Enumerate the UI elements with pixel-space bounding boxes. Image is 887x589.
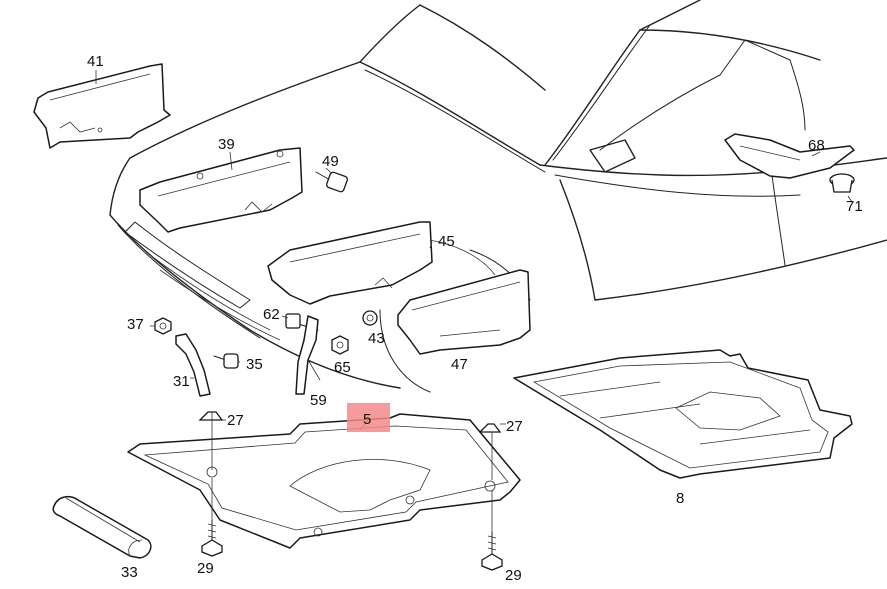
callout-68: 68 xyxy=(808,137,825,154)
part-29-screw-left xyxy=(201,519,223,557)
part-68-bracket xyxy=(724,133,855,179)
callout-45: 45 xyxy=(438,233,455,250)
highlight-box xyxy=(347,403,390,432)
callout-33: 33 xyxy=(121,564,138,581)
part-49-bolt xyxy=(315,171,348,193)
part-59-bracket xyxy=(295,315,319,395)
callout-labels: 41 39 49 68 71 45 62 43 37 35 65 47 31 5… xyxy=(87,53,863,584)
leader-lines xyxy=(95,70,853,532)
callout-29-left: 29 xyxy=(197,560,214,577)
callout-37: 37 xyxy=(127,316,144,333)
callout-41: 41 xyxy=(87,53,104,70)
part-37-nut xyxy=(154,317,172,335)
callout-5-highlighted[interactable]: 5 xyxy=(363,411,371,428)
part-39-cover xyxy=(139,147,303,233)
callout-65: 65 xyxy=(334,359,351,376)
part-33-seal xyxy=(52,495,152,559)
callout-27-left: 27 xyxy=(227,412,244,429)
callout-49: 49 xyxy=(322,153,339,170)
part-43-nut xyxy=(362,310,378,326)
part-5-underbody-panel xyxy=(127,413,521,549)
callout-35: 35 xyxy=(246,356,263,373)
part-31-bracket xyxy=(175,333,211,397)
part-71-clip xyxy=(829,173,855,193)
part-47-cover xyxy=(397,269,531,355)
part-65-nut xyxy=(331,335,349,355)
callout-29-right: 29 xyxy=(505,567,522,584)
callout-27-right: 27 xyxy=(506,418,523,435)
callout-39: 39 xyxy=(218,136,235,153)
part-35-bolt xyxy=(213,353,239,369)
callout-47: 47 xyxy=(451,356,468,373)
part-41-cover xyxy=(33,63,171,149)
callout-62: 62 xyxy=(263,306,280,323)
part-27-clip-left xyxy=(198,411,224,421)
part-27-clip-right xyxy=(478,423,502,433)
callout-8: 8 xyxy=(676,490,684,507)
callout-43: 43 xyxy=(368,330,385,347)
callout-31: 31 xyxy=(173,373,190,390)
callout-71: 71 xyxy=(846,198,863,215)
part-8-underbody-panel xyxy=(513,349,853,479)
part-62-screw xyxy=(285,313,319,331)
part-29-screw-right xyxy=(481,531,503,571)
part-45-cover xyxy=(267,221,433,305)
callout-59: 59 xyxy=(310,392,327,409)
